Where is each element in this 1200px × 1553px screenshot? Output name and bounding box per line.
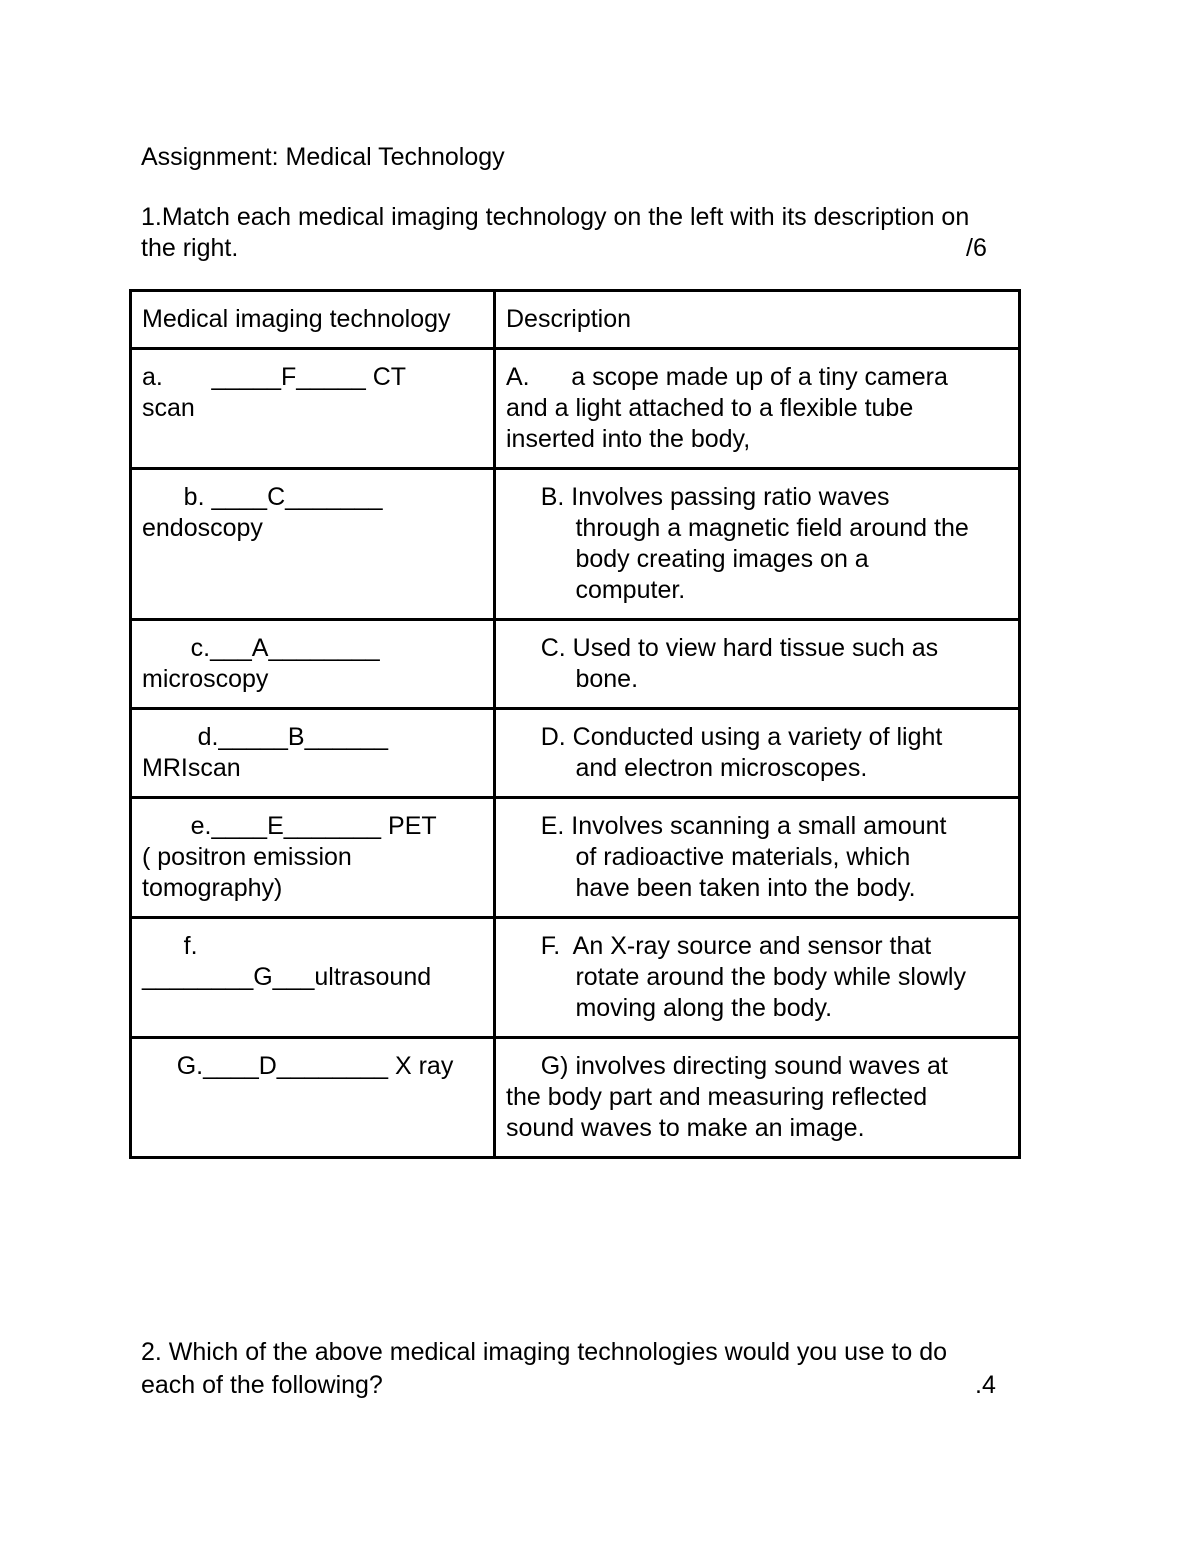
question-1-text-line-2: the right.	[141, 234, 239, 262]
description-cell: C. Used to view hard tissue such as bone…	[493, 618, 1021, 710]
table-header-row: Medical imaging technology Description	[129, 289, 1021, 350]
technology-cell: b. ____C_______ endoscopy	[129, 467, 496, 621]
description-cell: F. An X-ray source and sensor that rotat…	[493, 916, 1021, 1039]
description-cell: D. Conducted using a variety of light an…	[493, 707, 1021, 799]
question-1-marks: /6	[966, 234, 987, 262]
description-cell: G) involves directing sound waves at the…	[493, 1036, 1021, 1159]
technology-cell: d._____B______ MRIscan	[129, 707, 496, 799]
table-row: f. ________G___ultrasound F. An X-ray so…	[129, 916, 1021, 1039]
table-row: c.___A________ microscopy C. Used to vie…	[129, 618, 1021, 710]
header-technology: Medical imaging technology	[129, 289, 496, 350]
question-2-marks: .4	[975, 1371, 996, 1399]
header-description: Description	[493, 289, 1021, 350]
question-2-text-line-1: 2. Which of the above medical imaging te…	[141, 1338, 948, 1366]
technology-cell: c.___A________ microscopy	[129, 618, 496, 710]
page-title: Assignment: Medical Technology	[141, 143, 505, 171]
question-1-text-line-1: 1.Match each medical imaging technology …	[141, 203, 970, 231]
table-row: b. ____C_______ endoscopy B. Involves pa…	[129, 467, 1021, 621]
technology-cell: a. _____F_____ CT scan	[129, 347, 496, 470]
question-2-text-line-2: each of the following?	[141, 1371, 383, 1399]
table-row: d._____B______ MRIscan D. Conducted usin…	[129, 707, 1021, 799]
table-row: a. _____F_____ CT scan A. a scope made u…	[129, 347, 1021, 470]
description-cell: B. Involves passing ratio waves through …	[493, 467, 1021, 621]
table-row: G.____D________ X ray G) involves direct…	[129, 1036, 1021, 1159]
technology-cell: f. ________G___ultrasound	[129, 916, 496, 1039]
technology-cell: G.____D________ X ray	[129, 1036, 496, 1159]
description-cell: A. a scope made up of a tiny camera and …	[493, 347, 1021, 470]
technology-cell: e.____E_______ PET ( positron emission t…	[129, 796, 496, 919]
description-cell: E. Involves scanning a small amount of r…	[493, 796, 1021, 919]
table-row: e.____E_______ PET ( positron emission t…	[129, 796, 1021, 919]
matching-table: Medical imaging technology Description a…	[129, 289, 1021, 1159]
